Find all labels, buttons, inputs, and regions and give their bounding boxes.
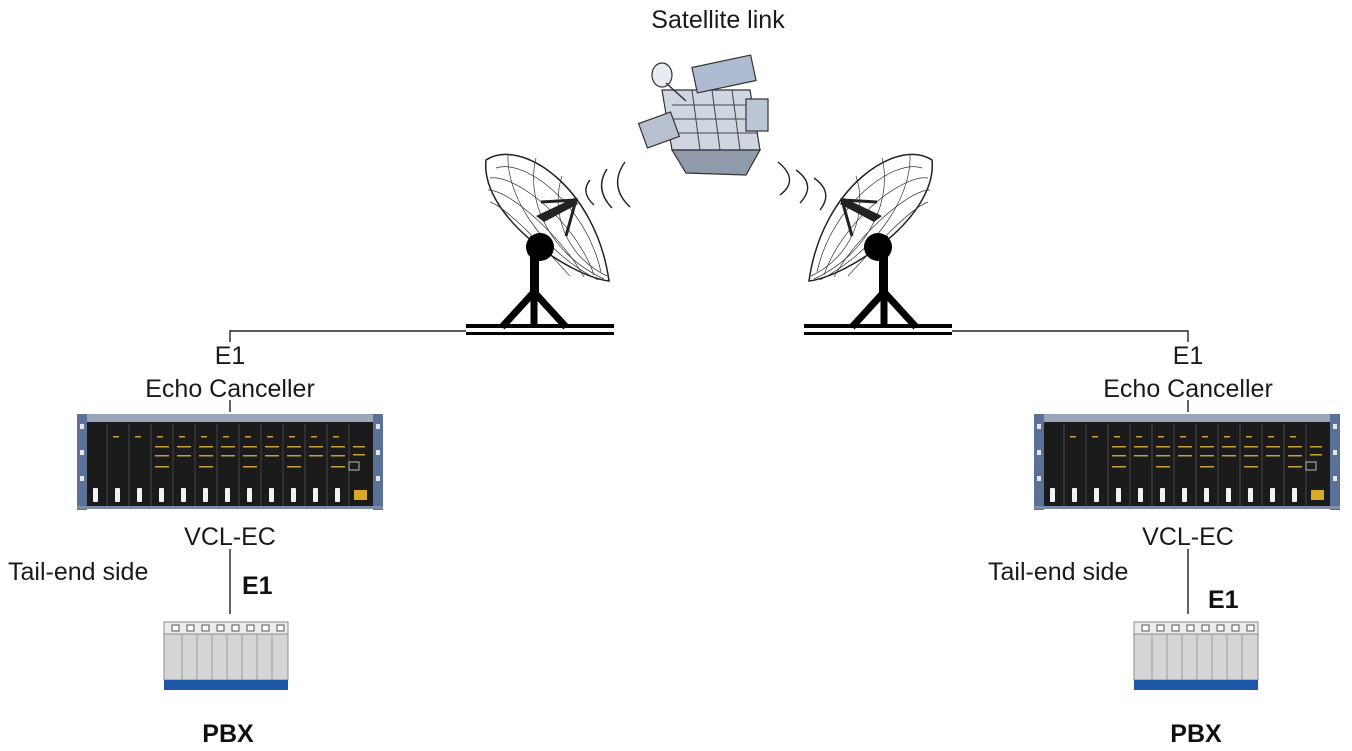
left-tail-e1-label: E1 (242, 572, 273, 600)
left-e1-label: E1 (215, 342, 246, 370)
left-echo-canceller-label: Echo Canceller (145, 375, 315, 403)
left-site: E1 Echo Canceller VCL-EC Tail-end side E… (8, 342, 384, 748)
left-echo-canceller-rack (76, 413, 384, 511)
satellite-icon (637, 54, 769, 176)
left-tail-end-label: Tail-end side (8, 558, 148, 586)
right-tail-e1-label: E1 (1208, 586, 1239, 614)
right-echo-canceller-rack (1033, 413, 1341, 511)
dish-antenna-left (466, 154, 614, 335)
signal-waves-right (777, 161, 827, 211)
satellite-link-label: Satellite link (651, 6, 785, 34)
signal-waves-left (585, 161, 631, 209)
left-vcl-ec-label: VCL-EC (184, 523, 276, 551)
connector-lines (229, 330, 1189, 614)
right-site: E1 Echo Canceller VCL-EC Tail-end side E… (988, 342, 1341, 748)
right-e1-label: E1 (1173, 342, 1204, 370)
left-pbx-icon (163, 621, 289, 691)
right-pbx-label: PBX (1170, 720, 1222, 748)
left-pbx-label: PBX (202, 720, 254, 748)
right-vcl-ec-label: VCL-EC (1142, 523, 1234, 551)
right-echo-canceller-label: Echo Canceller (1103, 375, 1273, 403)
right-pbx-icon (1133, 621, 1259, 691)
right-tail-end-label: Tail-end side (988, 558, 1128, 586)
dish-antenna-right (804, 154, 952, 335)
